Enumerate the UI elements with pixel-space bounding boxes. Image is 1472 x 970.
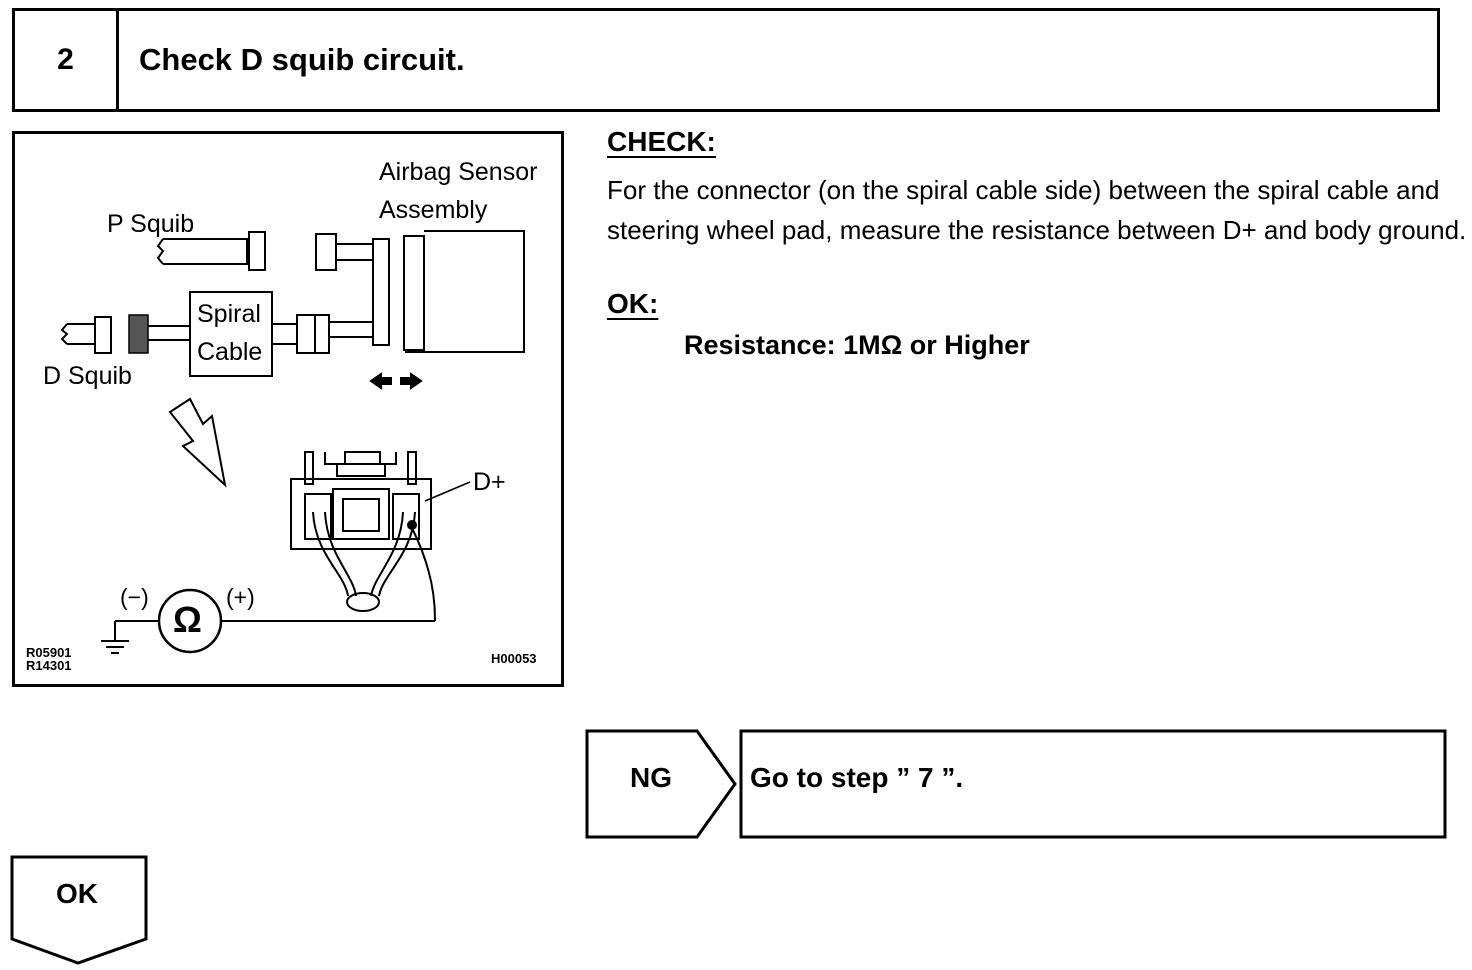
ground-icon	[101, 640, 129, 654]
p-squib-connector	[156, 231, 266, 271]
d-plus-label: D+	[473, 468, 506, 496]
check-heading: CHECK:	[607, 126, 716, 157]
diagram-drawing	[60, 230, 525, 654]
ok-resistance-value: Resistance: 1MΩ or Higher	[684, 330, 1030, 360]
ng-label: NG	[630, 762, 672, 793]
ok-heading: OK:	[607, 288, 659, 319]
spiral-cable-label-1: Spiral	[197, 300, 261, 328]
p-squib-label: P Squib	[107, 210, 195, 238]
ng-action-text: Go to step ” 7 ”.	[750, 762, 964, 793]
ng-action-box	[739, 729, 1447, 839]
wiring-diagram: Airbag Sensor Assembly P Squib Spiral Ca…	[12, 131, 564, 687]
minus-label: (−)	[120, 584, 149, 610]
step-header: 2 Check D squib circuit.	[12, 8, 1440, 112]
ohm-symbol: Ω	[173, 599, 202, 640]
ng-arrow-box	[585, 729, 737, 839]
ng-branch-shapes	[585, 729, 1447, 839]
figure-code-3: H00053	[491, 651, 537, 666]
figure-code-1: R05901	[26, 645, 72, 660]
connector-closeup	[290, 451, 471, 620]
ok-branch-label: OK	[56, 878, 98, 909]
arrow-icon	[168, 397, 227, 488]
airbag-sensor-label-1: Airbag Sensor	[379, 158, 538, 186]
spiral-cable-label-2: Cable	[197, 338, 263, 366]
ok-branch-shape	[10, 855, 148, 965]
sensor-side-connectors	[273, 230, 525, 354]
d-squib-label: D Squib	[43, 362, 132, 390]
figure-code-2: R14301	[26, 658, 72, 673]
step-number: 2	[15, 11, 119, 109]
check-text: For the connector (on the spiral cable s…	[607, 175, 1467, 245]
d-squib-connector	[60, 314, 190, 354]
step-title: Check D squib circuit.	[139, 42, 465, 77]
double-arrow-icon	[369, 372, 423, 390]
plus-label: (+)	[226, 584, 255, 610]
airbag-sensor-label-2: Assembly	[379, 196, 488, 224]
meter-circuit	[101, 588, 436, 654]
spiral-cable-box	[189, 291, 273, 377]
